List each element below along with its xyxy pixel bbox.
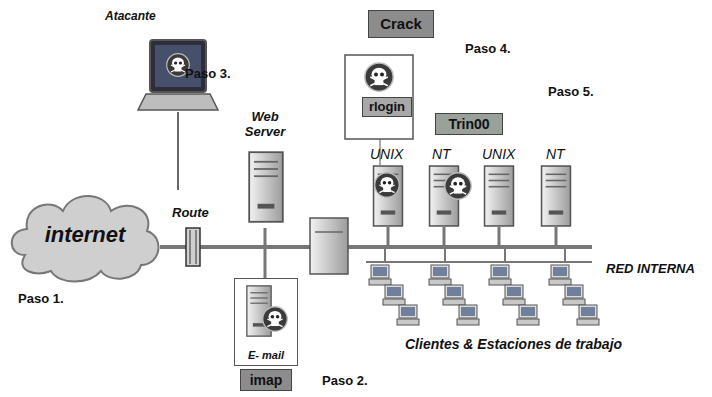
os-label: UNIX	[370, 146, 403, 162]
server-frame: E- mail	[234, 278, 298, 366]
service-box: imap	[240, 369, 292, 391]
clients-label: Clientes & Estaciones de trabajo	[405, 336, 622, 352]
role-label: Atacante	[105, 10, 156, 24]
service-box: rlogin	[362, 97, 412, 117]
node-text: Trin00	[448, 116, 489, 132]
node-text: internet	[45, 222, 126, 247]
node-text: E- mail	[248, 349, 284, 362]
os-label: NT	[546, 146, 565, 162]
network-label: RED INTERNA	[606, 262, 695, 277]
device-label: Route	[172, 206, 209, 221]
internet-cloud: internet	[5, 185, 165, 285]
node-text: imap	[250, 372, 283, 388]
os-label: NT	[432, 146, 451, 162]
node-text: Crack	[380, 15, 422, 32]
tool-box: Trin00	[435, 113, 503, 135]
step-label: Paso 3.	[185, 67, 231, 82]
server-label: Web Server	[236, 110, 294, 140]
step-label: Paso 5.	[548, 85, 594, 100]
tool-box: Crack	[368, 10, 434, 38]
step-label: Paso 1.	[18, 292, 64, 307]
node-text: rlogin	[369, 100, 405, 115]
os-label: UNIX	[482, 146, 515, 162]
step-label: Paso 2.	[322, 374, 368, 389]
step-label: Paso 4.	[465, 42, 511, 57]
